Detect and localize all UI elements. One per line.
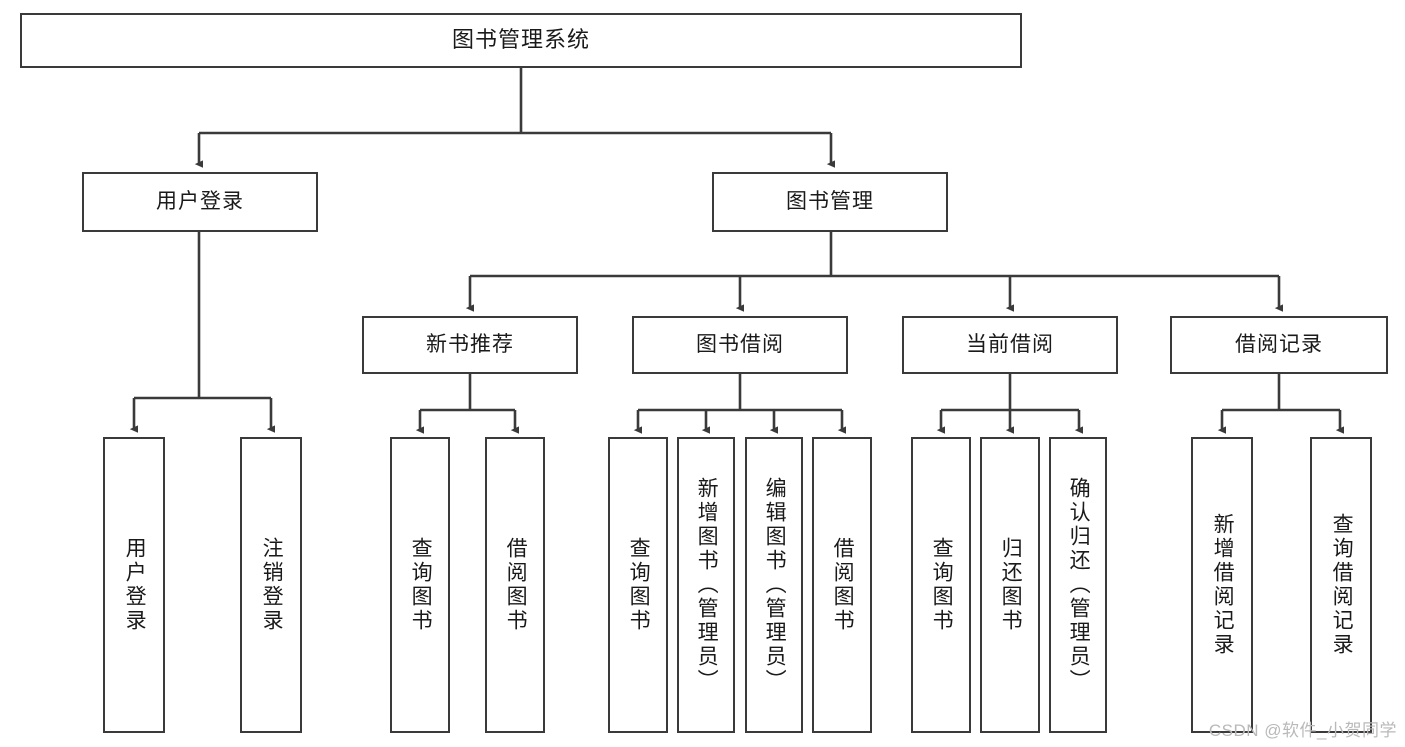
node-current-borrow[interactable]: 当前借阅 [902,316,1118,374]
leaf-borrow-record-query-record[interactable]: 查询借阅记录 [1310,437,1372,733]
node-book-management[interactable]: 图书管理 [712,172,948,232]
node-borrow-record[interactable]: 借阅记录 [1170,316,1388,374]
leaf-label: 新增借阅记录 [1211,513,1235,657]
leaf-label: 编辑图书（管理员） [763,477,787,693]
leaf-label: 查询借阅记录 [1330,513,1354,657]
watermark-text: CSDN @软件_小贺同学 [1208,721,1397,740]
leaf-new-book-borrow-book[interactable]: 借阅图书 [485,437,545,733]
leaf-label: 借阅图书 [831,537,855,633]
leaf-label: 确认归还（管理员） [1067,477,1091,693]
leaf-label: 查询图书 [930,537,954,633]
node-user-login[interactable]: 用户登录 [82,172,318,232]
leaf-current-borrow-confirm-return-admin[interactable]: 确认归还（管理员） [1049,437,1107,733]
leaf-label: 注销登录 [260,537,284,633]
node-root-system[interactable]: 图书管理系统 [20,13,1022,68]
leaf-label: 查询图书 [627,537,651,633]
leaf-label: 新增图书（管理员） [695,477,719,693]
leaf-label: 查询图书 [409,537,433,633]
leaf-book-borrow-borrow-book[interactable]: 借阅图书 [812,437,872,733]
leaf-book-borrow-edit-book-admin[interactable]: 编辑图书（管理员） [745,437,803,733]
node-book-borrow[interactable]: 图书借阅 [632,316,848,374]
node-new-book-recommend[interactable]: 新书推荐 [362,316,578,374]
leaf-new-book-query-book[interactable]: 查询图书 [390,437,450,733]
leaf-user-login-login[interactable]: 用户登录 [103,437,165,733]
leaf-current-borrow-query-book[interactable]: 查询图书 [911,437,971,733]
leaf-user-login-logout[interactable]: 注销登录 [240,437,302,733]
leaf-book-borrow-add-book-admin[interactable]: 新增图书（管理员） [677,437,735,733]
leaf-label: 归还图书 [999,537,1023,633]
leaf-label: 用户登录 [123,537,147,633]
leaf-book-borrow-query-book[interactable]: 查询图书 [608,437,668,733]
leaf-borrow-record-add-record[interactable]: 新增借阅记录 [1191,437,1253,733]
leaf-label: 借阅图书 [504,537,528,633]
leaf-current-borrow-return-book[interactable]: 归还图书 [980,437,1040,733]
